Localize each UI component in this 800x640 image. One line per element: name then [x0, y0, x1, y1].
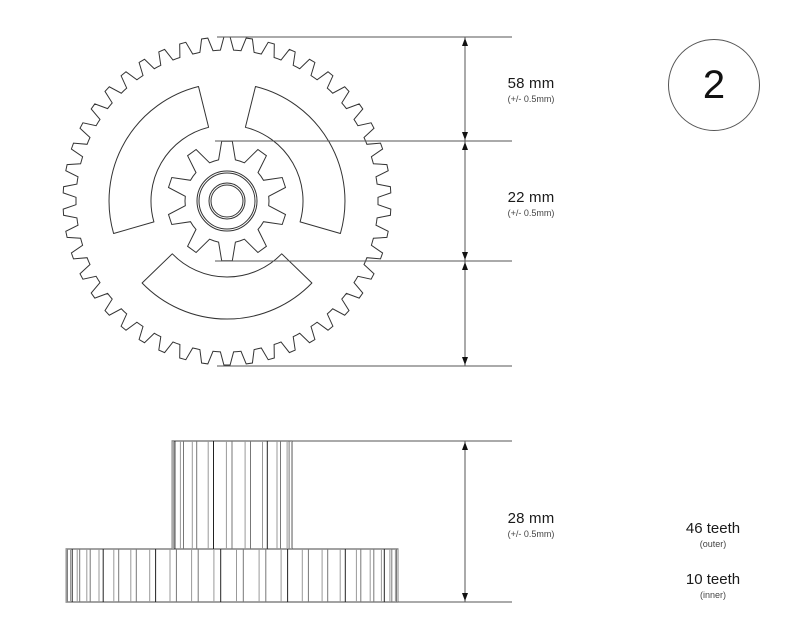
top-view: [62, 36, 392, 366]
step-number-badge: 2: [668, 39, 760, 131]
arrow-up-icon: [462, 442, 468, 450]
hub-rings: [196, 170, 258, 232]
teeth-note: (inner): [699, 590, 726, 600]
dimension-lines-side: [292, 440, 512, 603]
dimension-value: 28 mm: [507, 510, 555, 527]
dimension-tolerance: (+/- 0.5mm): [507, 529, 555, 539]
outer-teeth-info: 46 teeth (outer): [658, 520, 768, 550]
dimension-lines-top: [215, 36, 512, 367]
outer-gear-outline: [62, 36, 392, 366]
hub-ring: [196, 170, 258, 232]
slot-cutout: [141, 253, 313, 320]
arrow-down-icon: [462, 357, 468, 365]
dimension-value: 58 mm: [507, 75, 555, 92]
arrow-up-icon: [462, 142, 468, 150]
outer-gear-side: [65, 548, 399, 603]
height-label: 28 mm (+/- 0.5mm): [471, 510, 591, 540]
teeth-count: 10 teeth: [685, 571, 741, 588]
dimension-value: 22 mm: [507, 189, 555, 206]
hub-ring: [208, 182, 246, 220]
gear-slots: [108, 86, 346, 320]
dimension-tolerance: (+/- 0.5mm): [507, 94, 555, 104]
slot-cutout: [244, 86, 346, 234]
side-view: [65, 440, 399, 603]
outer-gear-teeth-lines: [65, 549, 399, 602]
hub-ring: [198, 172, 256, 230]
outer-diameter-label: 58 mm (+/- 0.5mm): [471, 75, 591, 105]
arrow-down-icon: [462, 593, 468, 601]
dimension-tolerance: (+/- 0.5mm): [507, 208, 555, 218]
inner-gear-teeth-lines: [171, 441, 293, 549]
inner-diameter-label: 22 mm (+/- 0.5mm): [471, 189, 591, 219]
inner-gear-outline: [167, 140, 287, 262]
hub-ring: [210, 184, 244, 218]
arrow-down-icon: [462, 252, 468, 260]
arrow-up-icon: [462, 262, 468, 270]
teeth-count: 46 teeth: [685, 520, 741, 537]
arrow-down-icon: [462, 132, 468, 140]
inner-teeth-info: 10 teeth (inner): [658, 571, 768, 601]
teeth-note: (outer): [699, 539, 727, 549]
slot-cutout: [108, 86, 210, 234]
arrow-up-icon: [462, 38, 468, 46]
